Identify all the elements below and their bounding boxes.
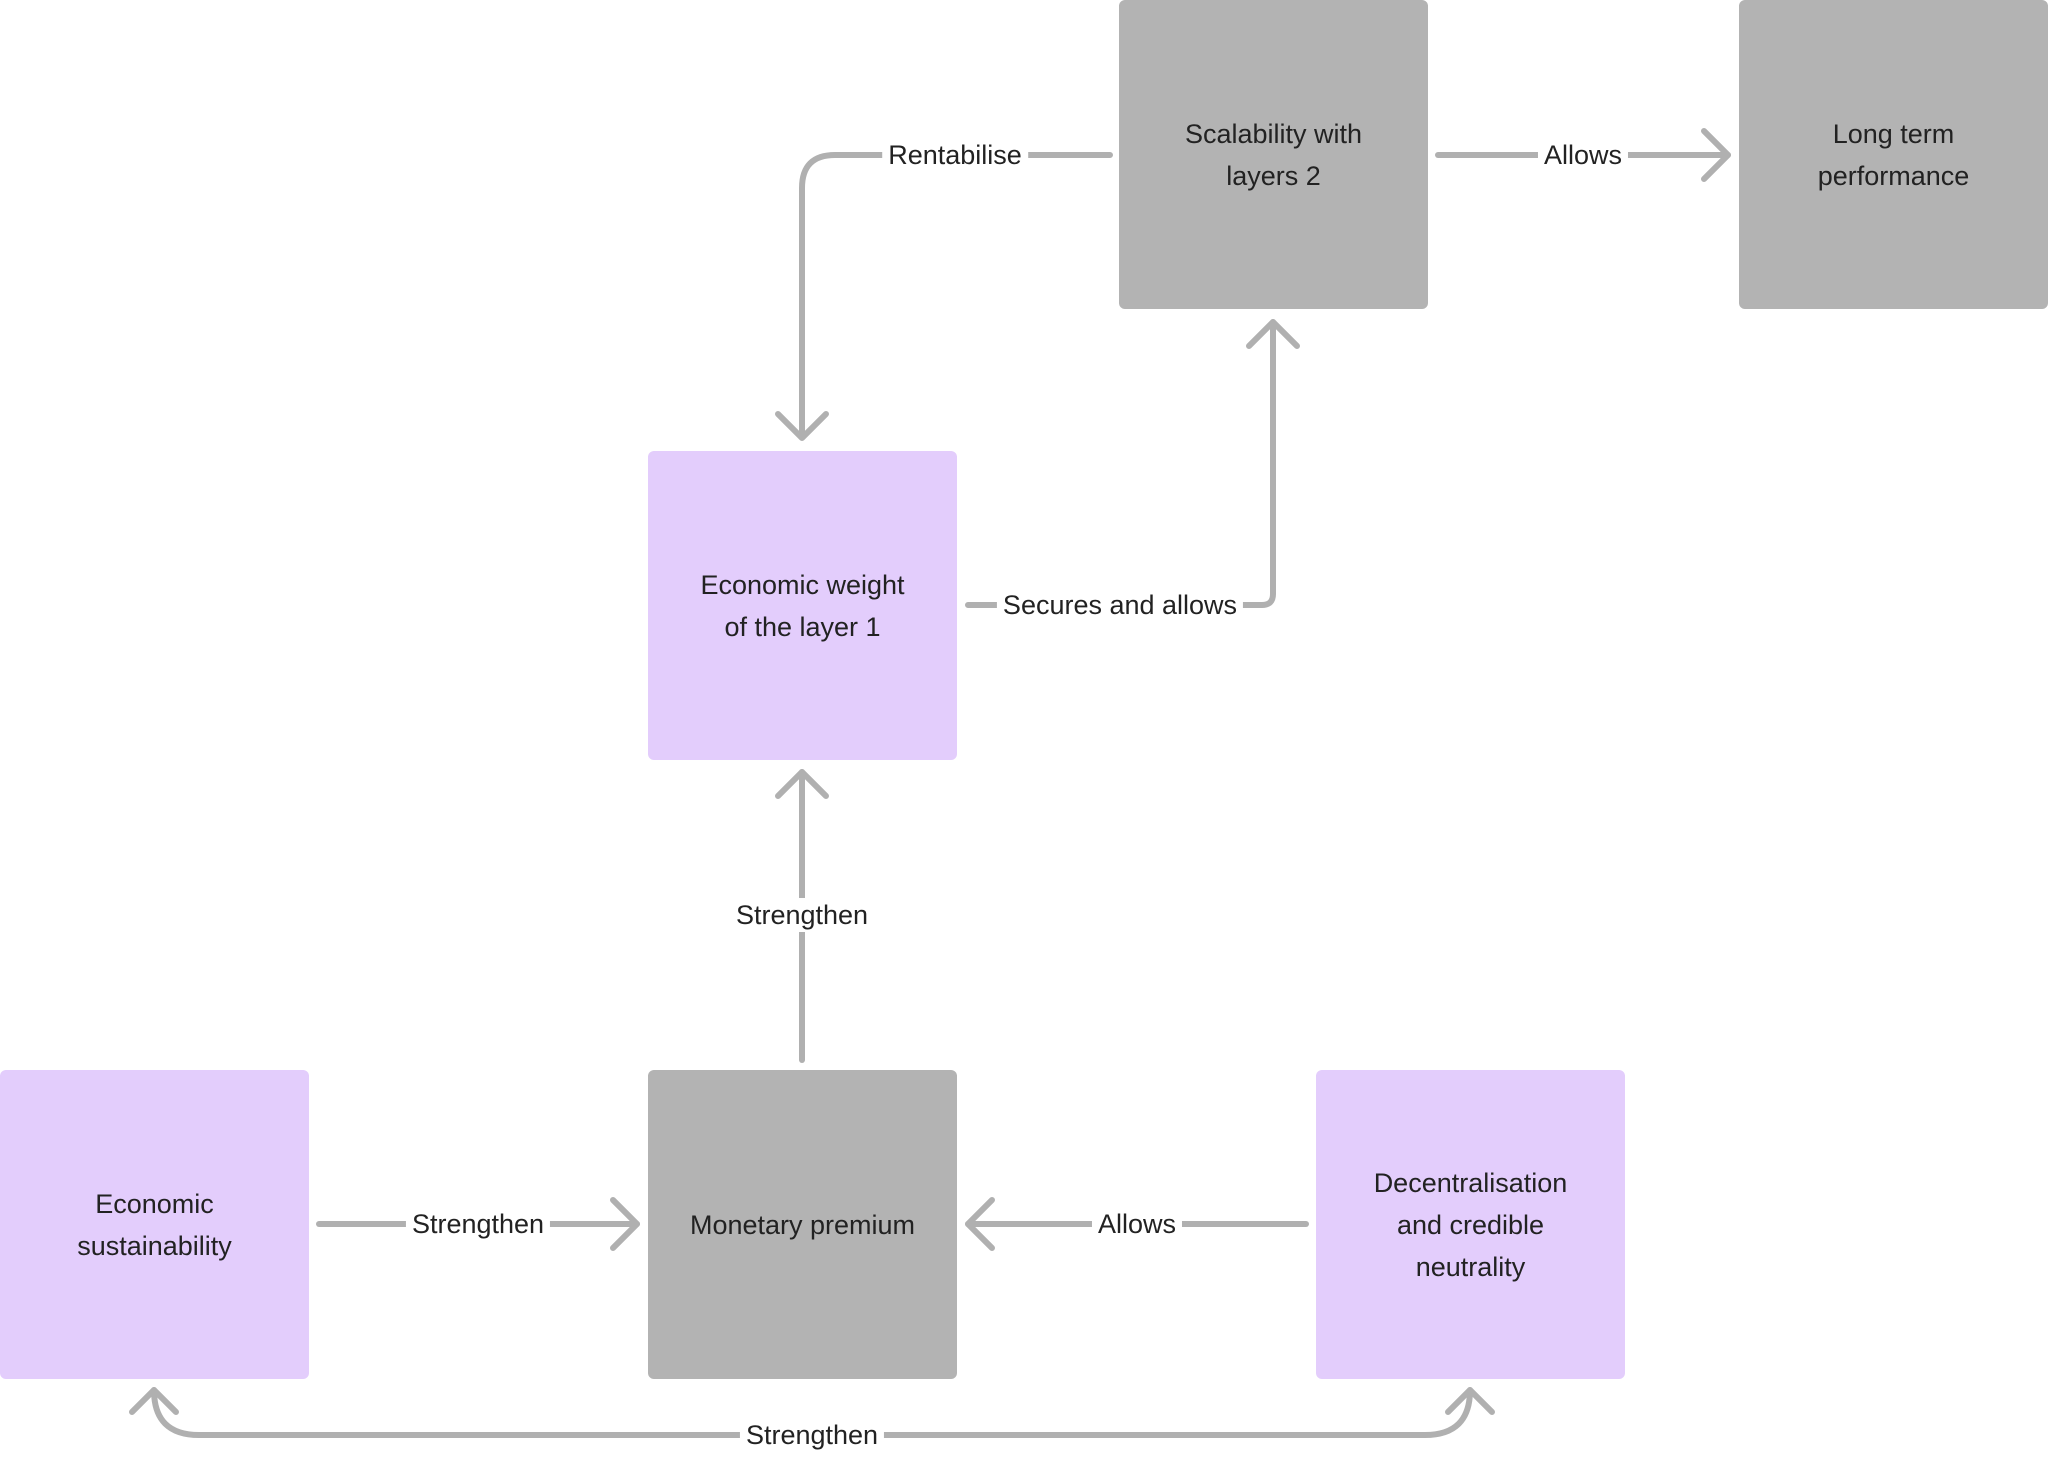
edge-label-allows-bottom: Allows [1091,1207,1183,1241]
node-label: Economic weight of the layer 1 [700,569,905,642]
edge-label-secures-and-allows: Secures and allows [996,588,1244,622]
edge-label-rentabilise: Rentabilise [882,138,1028,172]
arrowhead-allows-bottom [965,1197,995,1251]
arrowhead-strengthen-bottom-left [129,1387,179,1415]
arrowhead-strengthen-bottom-right [1445,1387,1495,1415]
arrowhead-rentabilise [775,411,829,441]
arrowhead-strengthen-vertical [775,769,829,799]
node-economic-sustainability[interactable]: Economic sustainability [0,1070,309,1379]
edge-label-allows-top: Allows [1537,138,1629,172]
arrowhead-strengthen-left [610,1197,640,1251]
node-label: Scalability with layers 2 [1184,118,1363,191]
node-label: Long term performance [1817,118,1970,191]
node-label: Monetary premium [689,1209,916,1240]
connector-rentabilise [799,152,1113,440]
node-label: Decentralisation and credible neutrality [1373,1167,1568,1282]
node-decentralisation-credible-neutrality[interactable]: Decentralisation and credible neutrality [1316,1070,1625,1379]
node-label: Economic sustainability [77,1188,232,1261]
arrowhead-secures-and-allows [1246,319,1300,349]
node-monetary-premium[interactable]: Monetary premium [648,1070,957,1379]
edge-label-strengthen-bottom: Strengthen [739,1418,885,1452]
node-scalability-with-layers-2[interactable]: Scalability with layers 2 [1119,0,1428,309]
edge-label-strengthen-left: Strengthen [405,1207,551,1241]
node-long-term-performance[interactable]: Long term performance [1739,0,2048,309]
connector-secures-and-allows [965,319,1276,608]
node-economic-weight-layer-1[interactable]: Economic weight of the layer 1 [648,451,957,760]
edge-label-strengthen-vertical: Strengthen [729,898,875,932]
arrowhead-allows-top [1701,128,1731,182]
